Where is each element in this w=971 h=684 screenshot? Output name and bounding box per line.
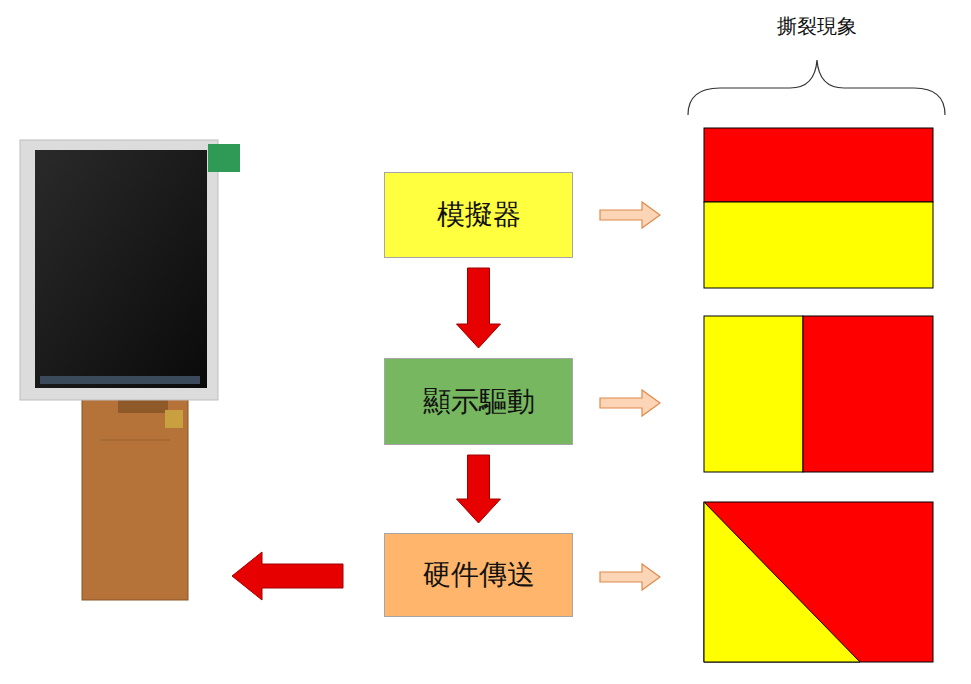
box-label: 顯示驅動 [423, 385, 535, 419]
transfer-box: 硬件傳送 [384, 533, 573, 617]
flow-arrow [457, 268, 501, 348]
flow-arrow [457, 455, 501, 523]
lcd-module [20, 140, 240, 600]
output-arrow [232, 552, 343, 600]
emulator-box: 模擬器 [384, 172, 573, 258]
driver-box: 顯示驅動 [384, 358, 573, 445]
brace [688, 60, 945, 115]
box-label: 模擬器 [437, 198, 521, 232]
bracket-label: 撕裂現象 [777, 14, 857, 38]
tearing-examples [704, 128, 933, 662]
box-label: 硬件傳送 [423, 558, 535, 592]
result-arrows [600, 202, 660, 590]
